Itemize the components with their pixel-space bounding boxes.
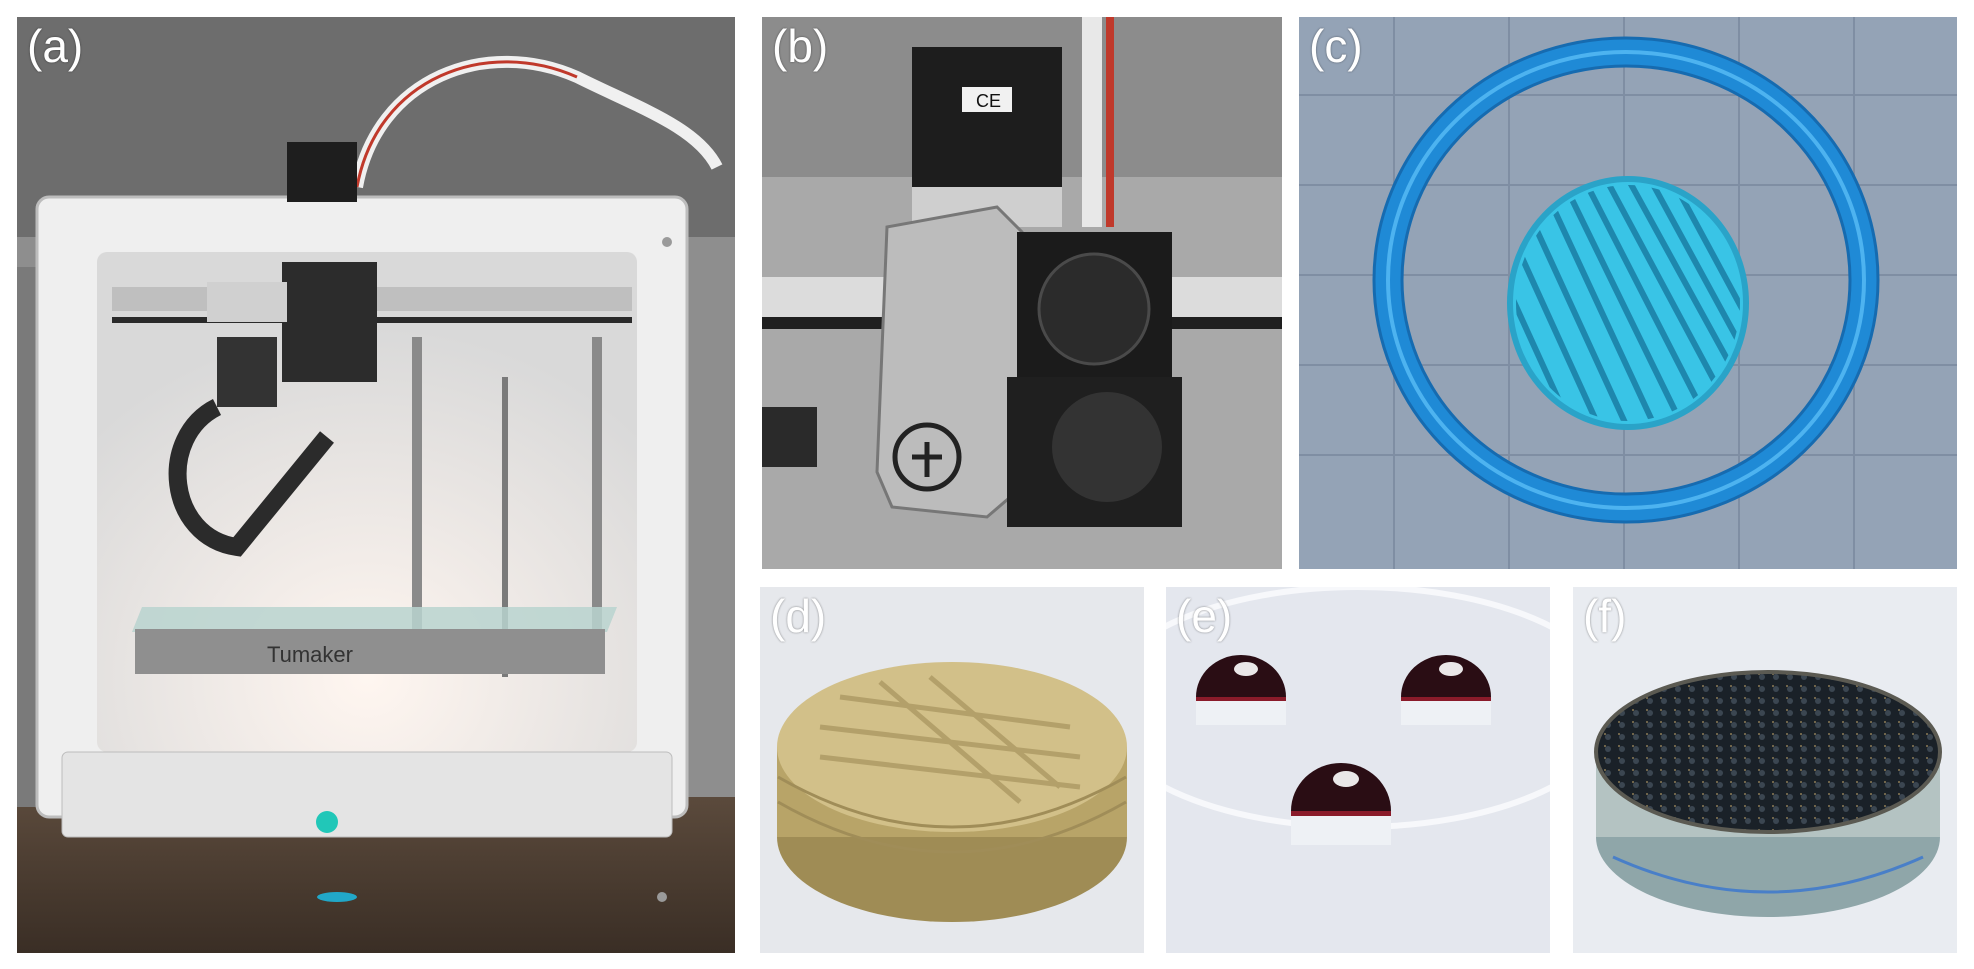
panel-label: (e) (1176, 590, 1233, 642)
panel-label: (c) (1309, 20, 1363, 72)
panel-f-dark-scaffold-photo: (f) (1573, 587, 1957, 953)
panel-c-slicer-render: (c) (1299, 17, 1957, 569)
panel-label: (d) (770, 590, 827, 642)
panel-label: (f) (1583, 590, 1627, 642)
panel-label: (b) (772, 20, 829, 72)
droplet (1401, 655, 1491, 725)
printer-illustration: Tumaker (17, 17, 735, 953)
ce-mark-text: CE (976, 91, 1001, 111)
brand-text: Tumaker (267, 642, 353, 667)
panel-e-droplets-photo: (e) (1166, 587, 1550, 953)
panel-d-scaffold-photo: (d) (760, 587, 1144, 953)
droplet (1196, 655, 1286, 725)
droplets-photo (1166, 587, 1550, 953)
dark-scaffold-photo (1573, 587, 1957, 953)
droplet (1291, 763, 1391, 845)
panel-a-printer-photo: Tumaker (a) (17, 17, 735, 953)
scaffold-render (1299, 17, 1957, 569)
panel-b-printhead-photo: CE (b) (762, 17, 1282, 569)
panel-label: (a) (27, 20, 84, 72)
scaffold-photo (760, 587, 1144, 953)
printhead-illustration: CE (762, 17, 1282, 569)
